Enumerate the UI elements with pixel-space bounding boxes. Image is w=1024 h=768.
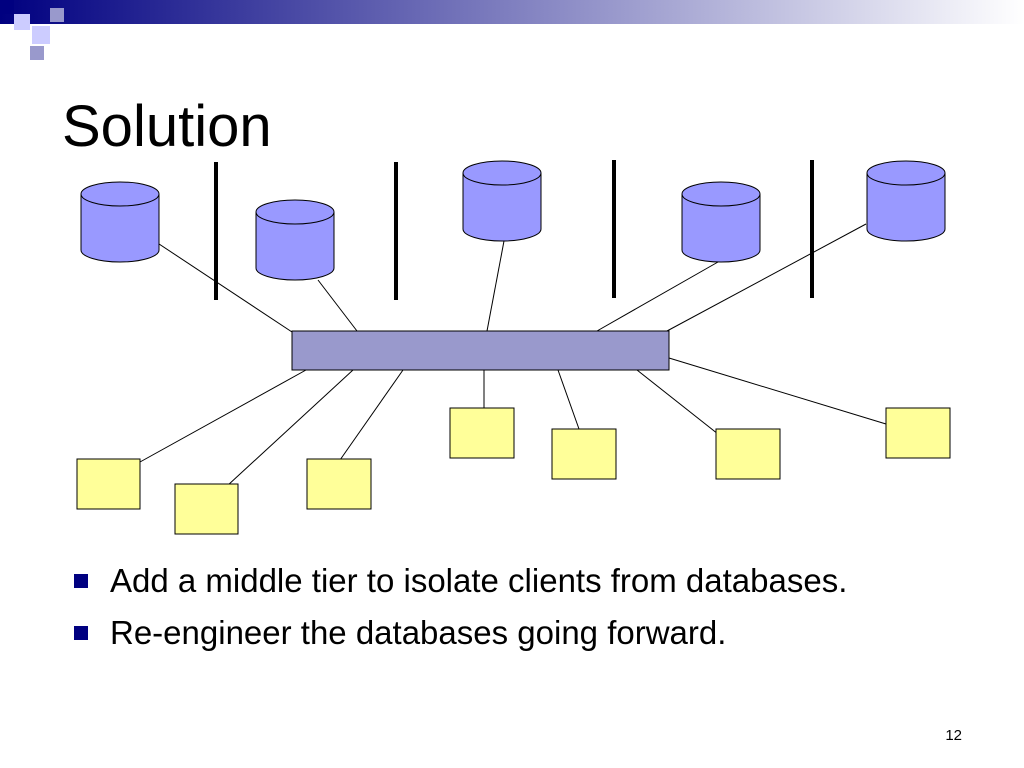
square-bullet-icon <box>74 574 88 588</box>
database-icon <box>255 199 335 281</box>
connection-lines <box>139 223 887 487</box>
bullet-item: Add a middle tier to isolate clients fro… <box>74 560 934 602</box>
client-box <box>76 458 141 510</box>
bullet-list: Add a middle tier to isolate clients fro… <box>74 560 934 664</box>
separator-lines <box>214 160 814 300</box>
client-box <box>449 407 515 459</box>
client-box <box>551 428 617 480</box>
client-box <box>174 483 239 535</box>
database-icon <box>866 160 946 242</box>
client-boxes <box>76 407 951 535</box>
database-icon <box>80 181 160 263</box>
bullet-text: Add a middle tier to isolate clients fro… <box>110 562 848 599</box>
client-box <box>885 407 951 459</box>
database-icon <box>681 181 761 263</box>
database-icon <box>462 160 542 242</box>
square-bullet-icon <box>74 626 88 640</box>
header-decoration <box>0 0 1024 60</box>
slide-title: Solution <box>62 94 272 159</box>
bullet-item: Re-engineer the databases going forward. <box>74 612 934 654</box>
client-box <box>306 458 372 510</box>
middle-tier-bar <box>291 330 670 371</box>
client-box <box>715 428 781 480</box>
slide-number: 12 <box>945 727 962 744</box>
bullet-text: Re-engineer the databases going forward. <box>110 614 727 651</box>
